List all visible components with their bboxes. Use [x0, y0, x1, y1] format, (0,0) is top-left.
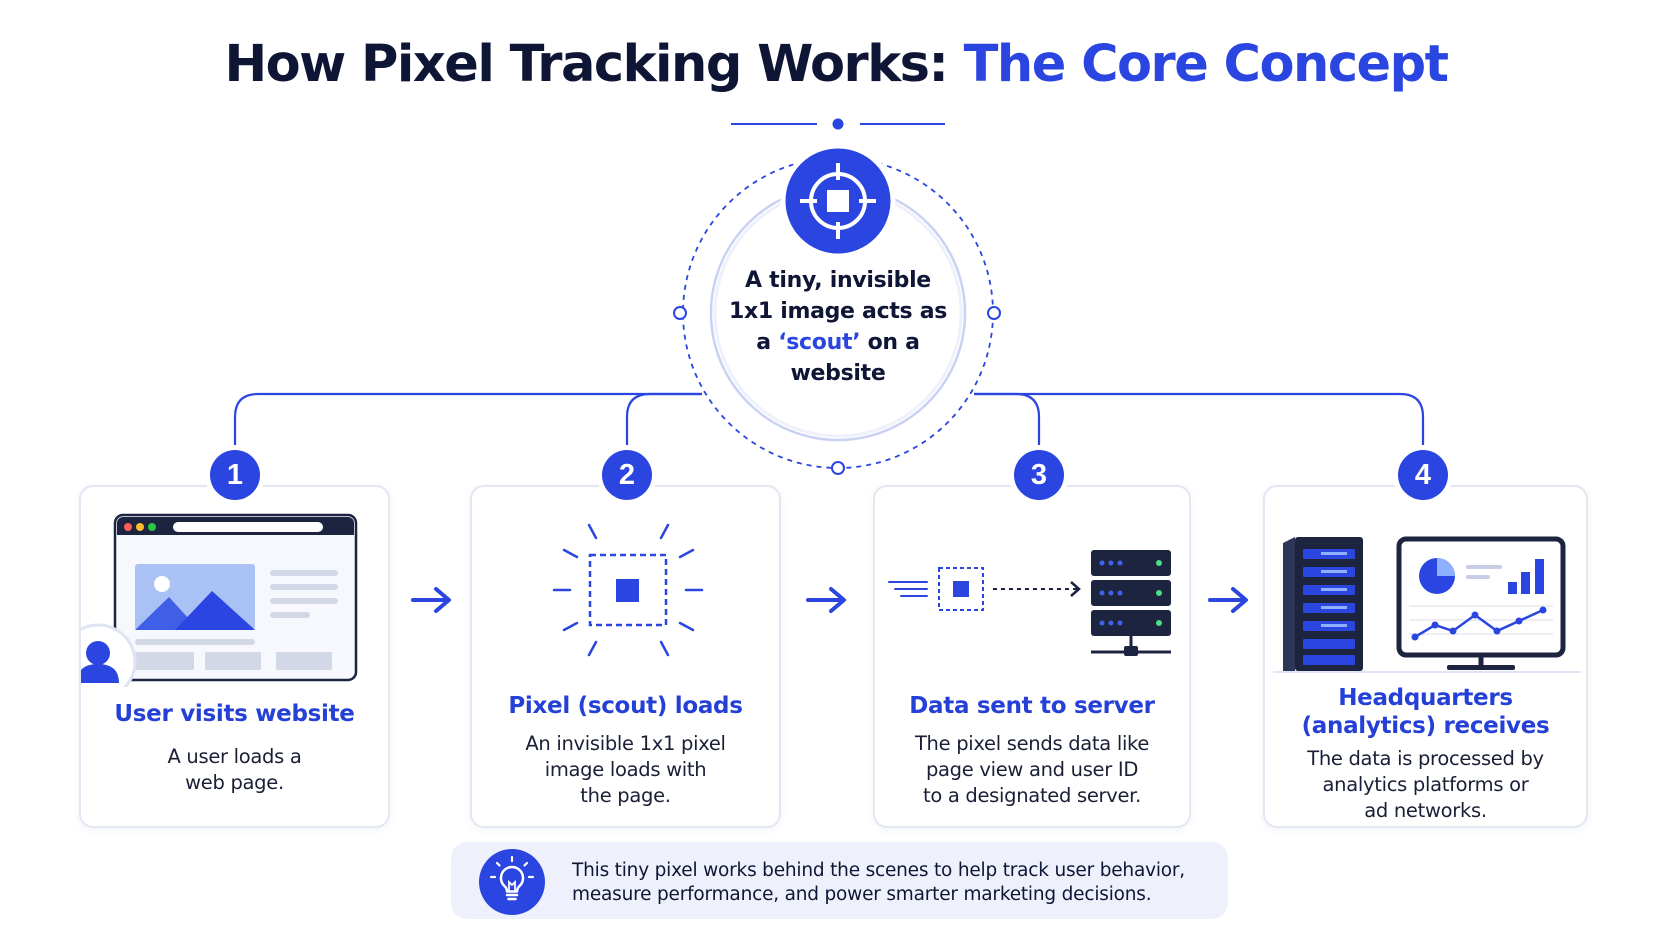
page-title: How Pixel Tracking Works: The Core Conce… [0, 30, 1672, 100]
server-and-analytics-monitor-icon [1273, 536, 1581, 673]
lightbulb-icon [479, 849, 545, 915]
connector-lines [233, 392, 1425, 450]
crosshair-target-icon [780, 143, 896, 259]
browser-window-with-user-avatar-icon [81, 513, 358, 687]
analytics-monitor-icon [1273, 536, 1581, 673]
step-4-description: The data is processed by analytics platf… [1307, 747, 1544, 822]
step-badge-1: 1 [210, 450, 260, 500]
user-avatar-icon [81, 623, 137, 687]
step-2-title: Pixel (scout) loads [508, 693, 743, 719]
step-card-4: Headquarters (analytics) receives The da… [1263, 485, 1588, 828]
step-1-title: User visits website [114, 701, 355, 727]
step-1-description: A user loads a web page. [167, 745, 302, 794]
step-2-description: An invisible 1x1 pixel image loads with … [525, 732, 726, 807]
pixel-burst-icon [552, 523, 704, 657]
step-card-3: Data sent to server The pixel sends data… [873, 485, 1191, 828]
server-rack-icon [1091, 550, 1171, 656]
step-3-description: The pixel sends data like page view and … [914, 732, 1150, 807]
orbit-nodes [673, 306, 1001, 475]
title-accent: The Core Concept [963, 35, 1449, 94]
arrow-right-icon [806, 587, 846, 613]
arrow-right-icon [1208, 587, 1248, 613]
footer-note: This tiny pixel works behind the scenes … [451, 842, 1228, 919]
step-badge-2: 2 [602, 450, 652, 500]
step-3-title: Data sent to server [909, 693, 1155, 719]
footer-text: This tiny pixel works behind the scenes … [572, 860, 1185, 905]
server-tower-icon [1283, 537, 1363, 671]
title-main: How Pixel Tracking Works: [224, 35, 948, 94]
step-card-2: Pixel (scout) loads An invisible 1x1 pix… [470, 485, 781, 828]
center-line-4: website [790, 361, 886, 386]
center-line-1: A tiny, invisible [745, 268, 931, 293]
title-divider [731, 118, 945, 130]
arrow-right-icon [411, 587, 451, 613]
center-description: A tiny, invisible 1x1 image acts as a ‘s… [718, 265, 958, 389]
center-line-3: a ‘scout’ on a [756, 330, 920, 355]
step-badge-4: 4 [1398, 450, 1448, 500]
step-badge-3: 3 [1014, 450, 1064, 500]
step-4-title: Headquarters (analytics) receives [1301, 685, 1550, 739]
scout-highlight: ‘scout’ [778, 330, 861, 355]
pixel-to-server-icon [888, 550, 1171, 656]
center-line-2: 1x1 image acts as [728, 299, 948, 324]
step-card-1: User visits website A user loads a web p… [79, 485, 390, 828]
